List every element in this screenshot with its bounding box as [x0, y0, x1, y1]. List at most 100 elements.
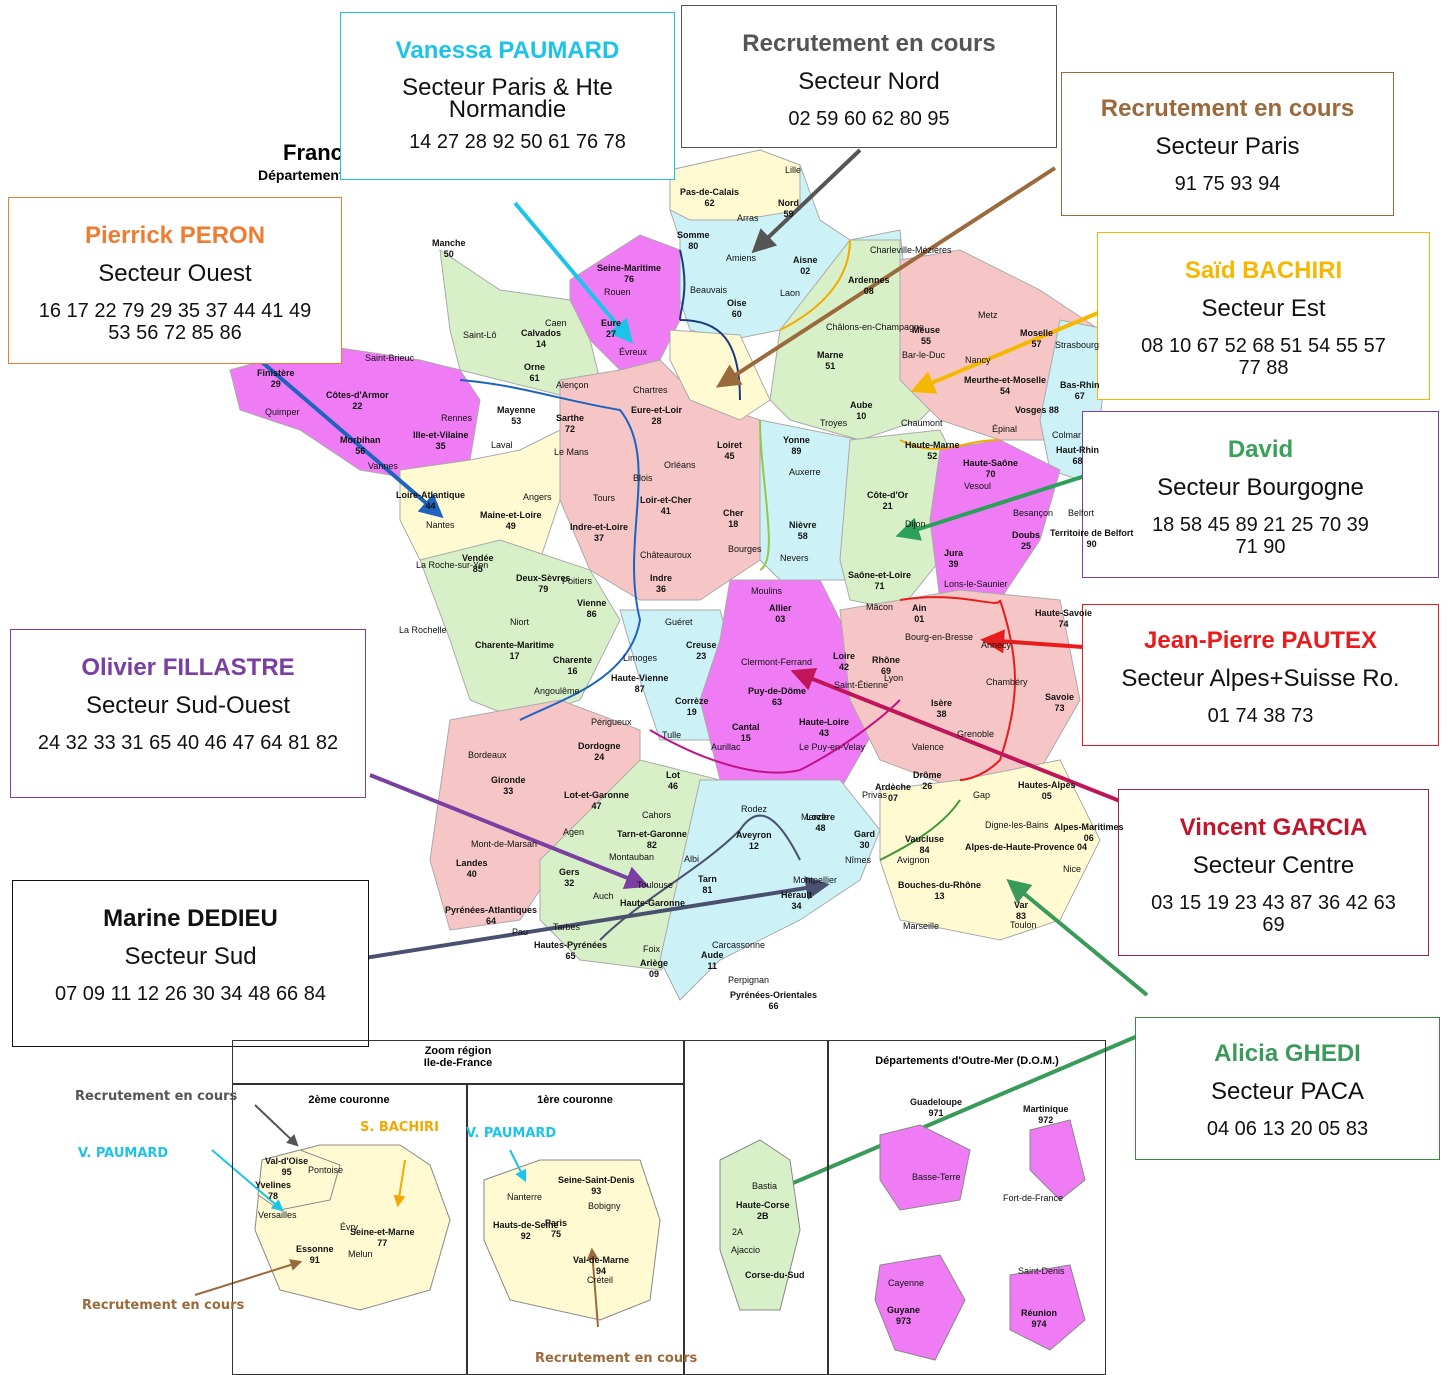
city-label: Moulins — [751, 586, 783, 596]
department-label: Hautes-Alpes 05 — [1018, 780, 1076, 801]
department-label: Eure 27 — [601, 318, 622, 339]
department-label: Deux-Sèvres 79 — [516, 573, 571, 594]
department-label: Var 83 — [1014, 900, 1029, 921]
sector-name: Vanessa PAUMARD — [395, 37, 620, 64]
department-label: Aisne 02 — [793, 255, 818, 276]
department-label: Val-d'Oise 95 — [265, 1156, 309, 1177]
city-label: Mont-de-Marsan — [471, 839, 538, 849]
city-label: Laval — [491, 440, 513, 450]
city-label: Évry — [340, 1222, 358, 1232]
sector-boundaries — [459, 239, 1016, 941]
city-label: Basse-Terre — [912, 1172, 961, 1182]
sector-label: Secteur PACA — [1211, 1078, 1364, 1105]
city-label: Angoulême — [534, 686, 580, 696]
city-label: Rennes — [441, 413, 473, 423]
annot-vpaumard-2: V. PAUMARD — [466, 1126, 557, 1141]
department-label: Maine-et-Loire 49 — [480, 510, 542, 531]
sector-box-marine: Marine DEDIEU Secteur Sud 07 09 11 12 26… — [12, 880, 369, 1047]
department-label: Manche 50 — [432, 238, 466, 259]
sector-codes: 04 06 13 20 05 83 — [1206, 1118, 1369, 1140]
city-label: Toulouse — [637, 880, 674, 890]
city-label: Mende — [801, 812, 829, 822]
department-label: Puy-de-Dôme 63 — [748, 686, 807, 707]
department-label: Bouches-du-Rhône 13 — [898, 880, 981, 901]
department-label: Meurthe-et-Moselle 54 — [964, 375, 1047, 396]
city-label: Auxerre — [789, 467, 821, 477]
map-subtitle: Départements — [258, 167, 352, 183]
annot-recrut-1: Recrutement en cours — [75, 1089, 238, 1104]
department-label: Meuse 55 — [912, 325, 941, 346]
sector-box-nord: Recrutement en cours Secteur Nord 02 59 … — [681, 5, 1057, 148]
department-label: Loire-Atlantique 44 — [396, 490, 465, 511]
department-label: Territoire de Belfort 90 — [1050, 528, 1134, 549]
city-label: Beauvais — [690, 285, 728, 295]
department-label: Vaucluse 84 — [905, 834, 945, 855]
city-label: Nîmes — [845, 855, 872, 865]
department-label: Val-de-Marne 94 — [573, 1255, 630, 1276]
department-label: Drôme 26 — [913, 770, 942, 791]
city-label: Amiens — [726, 253, 757, 263]
sector-box-vincent: Vincent GARCIA Secteur Centre 03 15 19 2… — [1118, 789, 1429, 956]
city-label: Gap — [973, 790, 991, 800]
department-label: Pyrénées-Atlantiques 64 — [445, 905, 538, 926]
city-label: Aurillac — [711, 742, 741, 752]
department-label: Seine-et-Marne 77 — [350, 1227, 415, 1248]
city-label: Privas — [862, 790, 888, 800]
sector-box-pierrick: Pierrick PERON Secteur Ouest 16 17 22 79… — [8, 197, 342, 364]
department-label: Hérault 34 — [781, 890, 813, 911]
city-label: Tulle — [662, 730, 682, 740]
city-label: Grenoble — [957, 729, 995, 739]
department-label: Côtes-d'Armor 22 — [326, 390, 389, 411]
city-label: Angers — [523, 492, 552, 502]
city-label: Orléans — [664, 460, 696, 470]
sector-label: Secteur Paris & Hte Normandie — [402, 74, 613, 123]
department-label: Bas-Rhin 67 — [1060, 380, 1100, 401]
sector-codes: 91 75 93 94 — [1174, 173, 1281, 195]
city-label: Alençon — [556, 380, 589, 390]
city-label: Melun — [348, 1249, 373, 1259]
department-label: Hauts-de-Seine 92 — [493, 1220, 559, 1241]
city-label: Annecy — [981, 640, 1012, 650]
sector-codes: 07 09 11 12 26 30 34 48 66 84 — [55, 983, 326, 1005]
city-label: Rouen — [604, 287, 631, 297]
city-label: Pau — [512, 927, 529, 937]
annot-vpaumard-1: V. PAUMARD — [78, 1146, 169, 1161]
city-label: Saint-Étienne — [834, 680, 889, 690]
department-label: Loir-et-Cher 41 — [640, 495, 692, 516]
city-label: 2A — [732, 1227, 744, 1237]
department-label: Jura 39 — [944, 548, 964, 569]
sector-box-paris: Recrutement en cours Secteur Paris 91 75… — [1061, 72, 1394, 216]
department-label: Charente 16 — [553, 655, 593, 676]
city-label: Laon — [780, 288, 801, 298]
sector-codes: 16 17 22 79 29 35 37 44 41 49 53 56 72 8… — [38, 300, 312, 344]
city-label: Charleville-Mézières — [870, 245, 952, 255]
department-label: Mayenne 53 — [497, 405, 536, 426]
city-label: Avignon — [897, 855, 930, 865]
city-label: Cahors — [642, 810, 672, 820]
city-label: Versailles — [258, 1210, 297, 1220]
city-label: Poitiers — [562, 576, 593, 586]
department-label: Cher 18 — [723, 508, 744, 529]
department-label: Corse-du-Sud — [745, 1270, 805, 1280]
city-label: Saint-Brieuc — [365, 353, 415, 363]
department-label: Finistère 29 — [257, 368, 295, 389]
sector-box-said: Saïd BACHIRI Secteur Est 08 10 67 52 68 … — [1097, 232, 1430, 400]
city-label: Rodez — [741, 804, 768, 814]
sector-codes: 02 59 60 62 80 95 — [788, 108, 950, 130]
department-label: Charente-Maritime 17 — [475, 640, 555, 661]
department-label: Calvados 14 — [521, 328, 562, 349]
department-shapes — [229, 149, 1111, 1001]
city-label: Albi — [684, 854, 700, 864]
sector-name: David — [1227, 436, 1294, 463]
sector-label: Secteur Sud-Ouest — [85, 692, 291, 719]
department-label: Gard 30 — [854, 829, 876, 850]
city-label: La Roche-sur-Yon — [416, 560, 489, 570]
department-label: Lot 46 — [666, 770, 680, 791]
city-label: Arras — [737, 213, 759, 223]
city-label: Fort-de-France — [1003, 1193, 1064, 1203]
arrow-marine — [332, 876, 830, 965]
department-label: Allier 03 — [769, 603, 792, 624]
department-label: Alpes-de-Haute-Provence 04 — [965, 842, 1088, 852]
city-label: Saint-Lô — [463, 330, 497, 340]
department-label: Vienne 86 — [577, 598, 607, 619]
